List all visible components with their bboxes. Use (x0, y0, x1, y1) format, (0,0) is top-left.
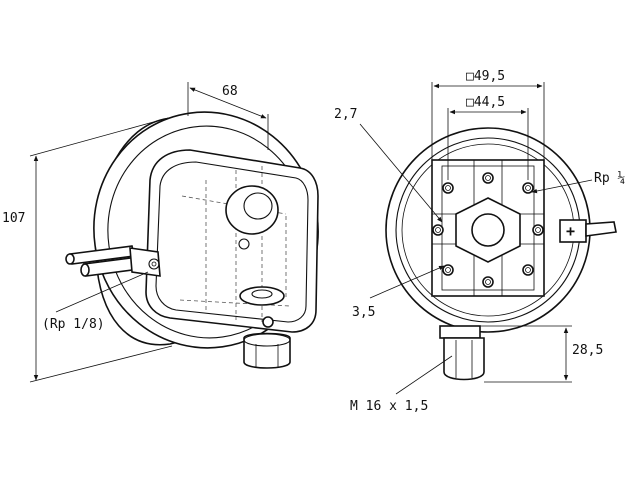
leader-hole-diameter (359, 123, 443, 223)
gland-offset-label: 28,5 (572, 343, 603, 358)
front-gland-base (439, 325, 481, 339)
cable-gland (243, 332, 291, 369)
front-view: + □49,5 (334, 69, 625, 414)
leader-connection-left (55, 271, 149, 313)
adjustment-knob-base (225, 185, 279, 235)
dim-depth-label: 68 (222, 84, 238, 99)
isometric-view: 68 107 (Rp 1/8) (2, 82, 319, 383)
plus-port-tube (585, 221, 617, 237)
dim-gland-offset: 28,5 (480, 325, 603, 383)
connection-left-label: (Rp 1/8) (42, 317, 105, 332)
leader-connection-right (531, 179, 593, 194)
screw-hole-label: 3,5 (352, 305, 375, 320)
inner-square-label: □44,5 (466, 95, 505, 110)
dim-outer-square: □49,5 (431, 69, 545, 160)
screw-holes (432, 172, 544, 288)
plus-port-symbol: + (566, 222, 575, 240)
knob-indicator (238, 238, 250, 250)
hole-diameter-label: 2,7 (334, 107, 357, 122)
pressure-tubes (65, 245, 161, 277)
dim-height: 107 (2, 117, 173, 383)
dim-inner-square: □44,5 (447, 95, 529, 180)
bottom-fitting-hole (251, 289, 273, 299)
cable-gland-nut (243, 333, 291, 347)
bottom-screw (262, 316, 274, 328)
dim-depth: 68 (187, 82, 269, 150)
connection-right-label: Rp ¼ (594, 171, 625, 186)
leader-gland-thread (395, 355, 453, 395)
center-bore (471, 213, 505, 247)
cover-block-edge (155, 161, 309, 323)
gland-thread-label: M 16 x 1,5 (350, 399, 428, 414)
front-gland (443, 337, 485, 381)
adjustment-knob-top (243, 192, 273, 220)
bottom-fitting-top (239, 286, 285, 306)
cover-block (145, 149, 319, 333)
hidden-line (179, 299, 291, 307)
outer-square-label: □49,5 (466, 69, 505, 84)
leader-screw-hole (369, 265, 445, 299)
dim-height-label: 107 (2, 211, 25, 226)
